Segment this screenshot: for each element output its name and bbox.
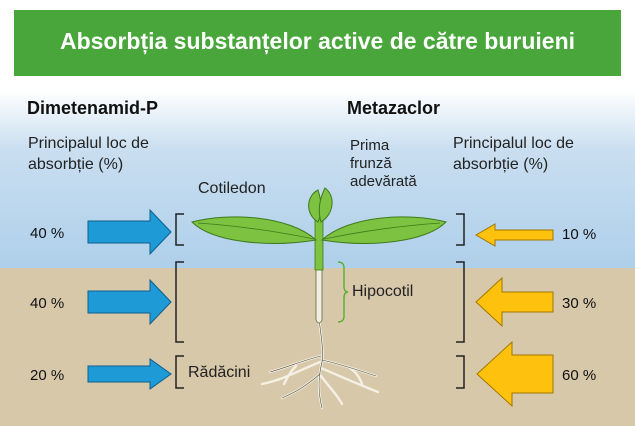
right-percent-roots: 60 %	[562, 367, 597, 384]
roots-label: Rădăcini	[188, 364, 251, 381]
blue-arrow-hypocotyl	[87, 278, 172, 326]
right-percent-hypocotyl: 30 %	[562, 295, 597, 312]
cotyledon-label: Cotiledon	[198, 180, 266, 197]
cotyledon-left-vein	[197, 222, 315, 240]
hypocotyl-bracket	[337, 261, 349, 323]
left-bracket-cotyledon	[175, 213, 184, 246]
true-leaf-label-line: adevărată	[350, 173, 417, 190]
true-leaf-right	[318, 187, 333, 223]
right-percent-cotyledon: 10 %	[562, 226, 597, 243]
left-percent-cotyledon: 40 %	[30, 225, 65, 242]
diagram-title: Absorbția substanțelor active de către b…	[59, 28, 576, 54]
right-sublabel-line: Principalul loc de	[453, 135, 574, 152]
right-heading-metazaclor: Metazaclor	[347, 98, 441, 118]
cotyledon-left	[191, 216, 318, 244]
right-sublabel-line: absorbție (%)	[453, 156, 549, 173]
left-percent-hypocotyl: 40 %	[30, 295, 65, 312]
blue-arrow-cotyledon	[87, 208, 172, 256]
cotyledon-right	[320, 216, 447, 244]
plant-roots-outline	[269, 317, 377, 409]
left-bracket-roots	[175, 355, 184, 389]
left-sublabel-line: absorbție (%)	[28, 156, 124, 173]
title-bar: Absorbția substanțelor active de către b…	[14, 10, 621, 76]
right-bracket-cotyledon	[456, 213, 465, 246]
hypocotyl-label: Hipocotil	[352, 283, 414, 300]
right-bracket-hypocotyl	[456, 261, 465, 343]
true-leaf-label-line: frunză	[350, 155, 392, 172]
left-percent-roots: 20 %	[30, 367, 65, 384]
right-bracket-roots	[456, 355, 465, 389]
left-sublabel-line: Principalul loc de	[28, 135, 149, 152]
right-sublabel: Principalul loc de absorbție (%)	[453, 133, 574, 175]
blue-arrow-roots	[87, 358, 172, 390]
yellow-arrow-roots	[476, 340, 554, 408]
yellow-arrow-hypocotyl	[475, 276, 554, 328]
cotyledon-right-vein	[323, 222, 441, 240]
plant-roots	[260, 316, 380, 410]
plant-stem-lower	[315, 267, 323, 324]
true-leaf-label-line: Prima	[350, 137, 390, 154]
left-sublabel: Principalul loc de absorbție (%)	[28, 133, 149, 175]
yellow-arrow-cotyledon	[475, 223, 554, 247]
left-bracket-hypocotyl	[175, 261, 184, 343]
true-leaf-label: Prima frunză adevărată	[350, 137, 417, 191]
left-heading-dimetenamid: Dimetenamid-P	[27, 98, 159, 118]
